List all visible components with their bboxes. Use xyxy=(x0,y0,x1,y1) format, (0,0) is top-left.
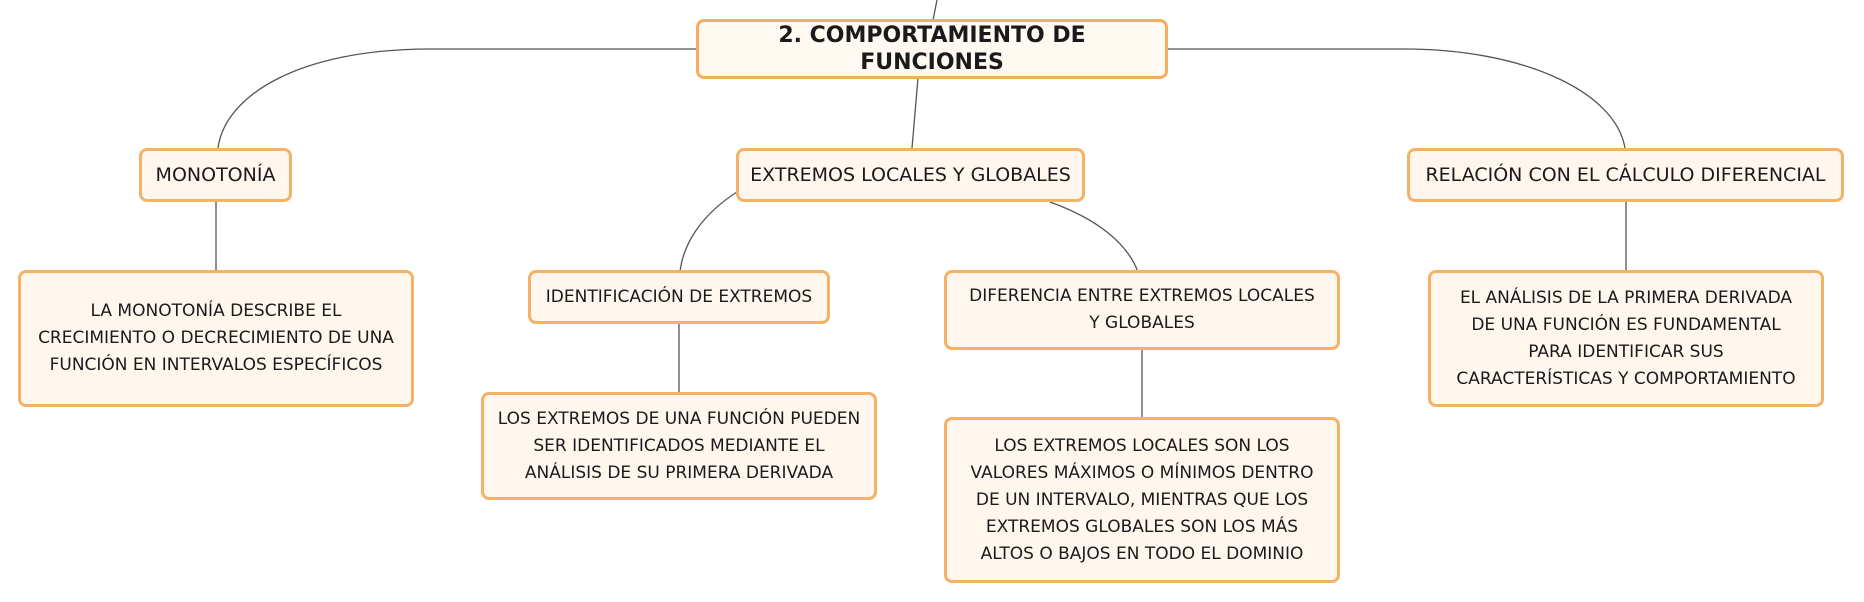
link-extremos-to-identificacion xyxy=(679,189,741,273)
topic-extremos[interactable]: EXTREMOS LOCALES Y GLOBALES xyxy=(736,148,1085,202)
detail-monotonia-text: LA MONOTONÍA DESCRIBE EL CRECIMIENTO O D… xyxy=(38,301,394,375)
detail-diferencia-text: LOS EXTREMOS LOCALES SON LOS VALORES MÁX… xyxy=(970,435,1314,564)
detail-monotonia[interactable]: LA MONOTONÍA DESCRIBE EL CRECIMIENTO O D… xyxy=(18,270,414,407)
link-extremos-to-diferencia xyxy=(1049,201,1139,273)
topic-relacion[interactable]: RELACIÓN CON EL CÁLCULO DIFERENCIAL xyxy=(1407,148,1844,202)
subtopic-identificacion[interactable]: IDENTIFICACIÓN DE EXTREMOS xyxy=(528,270,830,324)
link-parent-to-root xyxy=(932,0,938,21)
topic-extremos-label: EXTREMOS LOCALES Y GLOBALES xyxy=(750,163,1071,186)
detail-relacion-text: EL ANÁLISIS DE LA PRIMERA DERIVADA DE UN… xyxy=(1456,287,1796,389)
topic-monotonia[interactable]: MONOTONÍA xyxy=(139,148,292,202)
link-root-to-relacion xyxy=(1168,48,1626,149)
root-topic-label: 2. COMPORTAMIENTO DE FUNCIONES xyxy=(778,23,1086,75)
detail-identificacion-text: LOS EXTREMOS DE UNA FUNCIÓN PUEDEN SER I… xyxy=(497,408,861,483)
subtopic-diferencia-label: DIFERENCIA ENTRE EXTREMOS LOCALES Y GLOB… xyxy=(969,286,1315,333)
root-topic[interactable]: 2. COMPORTAMIENTO DE FUNCIONES xyxy=(696,19,1168,79)
topic-monotonia-label: MONOTONÍA xyxy=(155,163,276,186)
link-root-to-extremos xyxy=(911,77,919,149)
detail-diferencia[interactable]: LOS EXTREMOS LOCALES SON LOS VALORES MÁX… xyxy=(944,417,1340,583)
subtopic-identificacion-label: IDENTIFICACIÓN DE EXTREMOS xyxy=(545,286,813,307)
detail-relacion[interactable]: EL ANÁLISIS DE LA PRIMERA DERIVADA DE UN… xyxy=(1428,270,1824,407)
subtopic-diferencia[interactable]: DIFERENCIA ENTRE EXTREMOS LOCALES Y GLOB… xyxy=(944,270,1340,350)
detail-identificacion[interactable]: LOS EXTREMOS DE UNA FUNCIÓN PUEDEN SER I… xyxy=(481,392,877,500)
topic-relacion-label: RELACIÓN CON EL CÁLCULO DIFERENCIAL xyxy=(1425,163,1826,186)
link-root-to-monotonia xyxy=(217,48,698,149)
